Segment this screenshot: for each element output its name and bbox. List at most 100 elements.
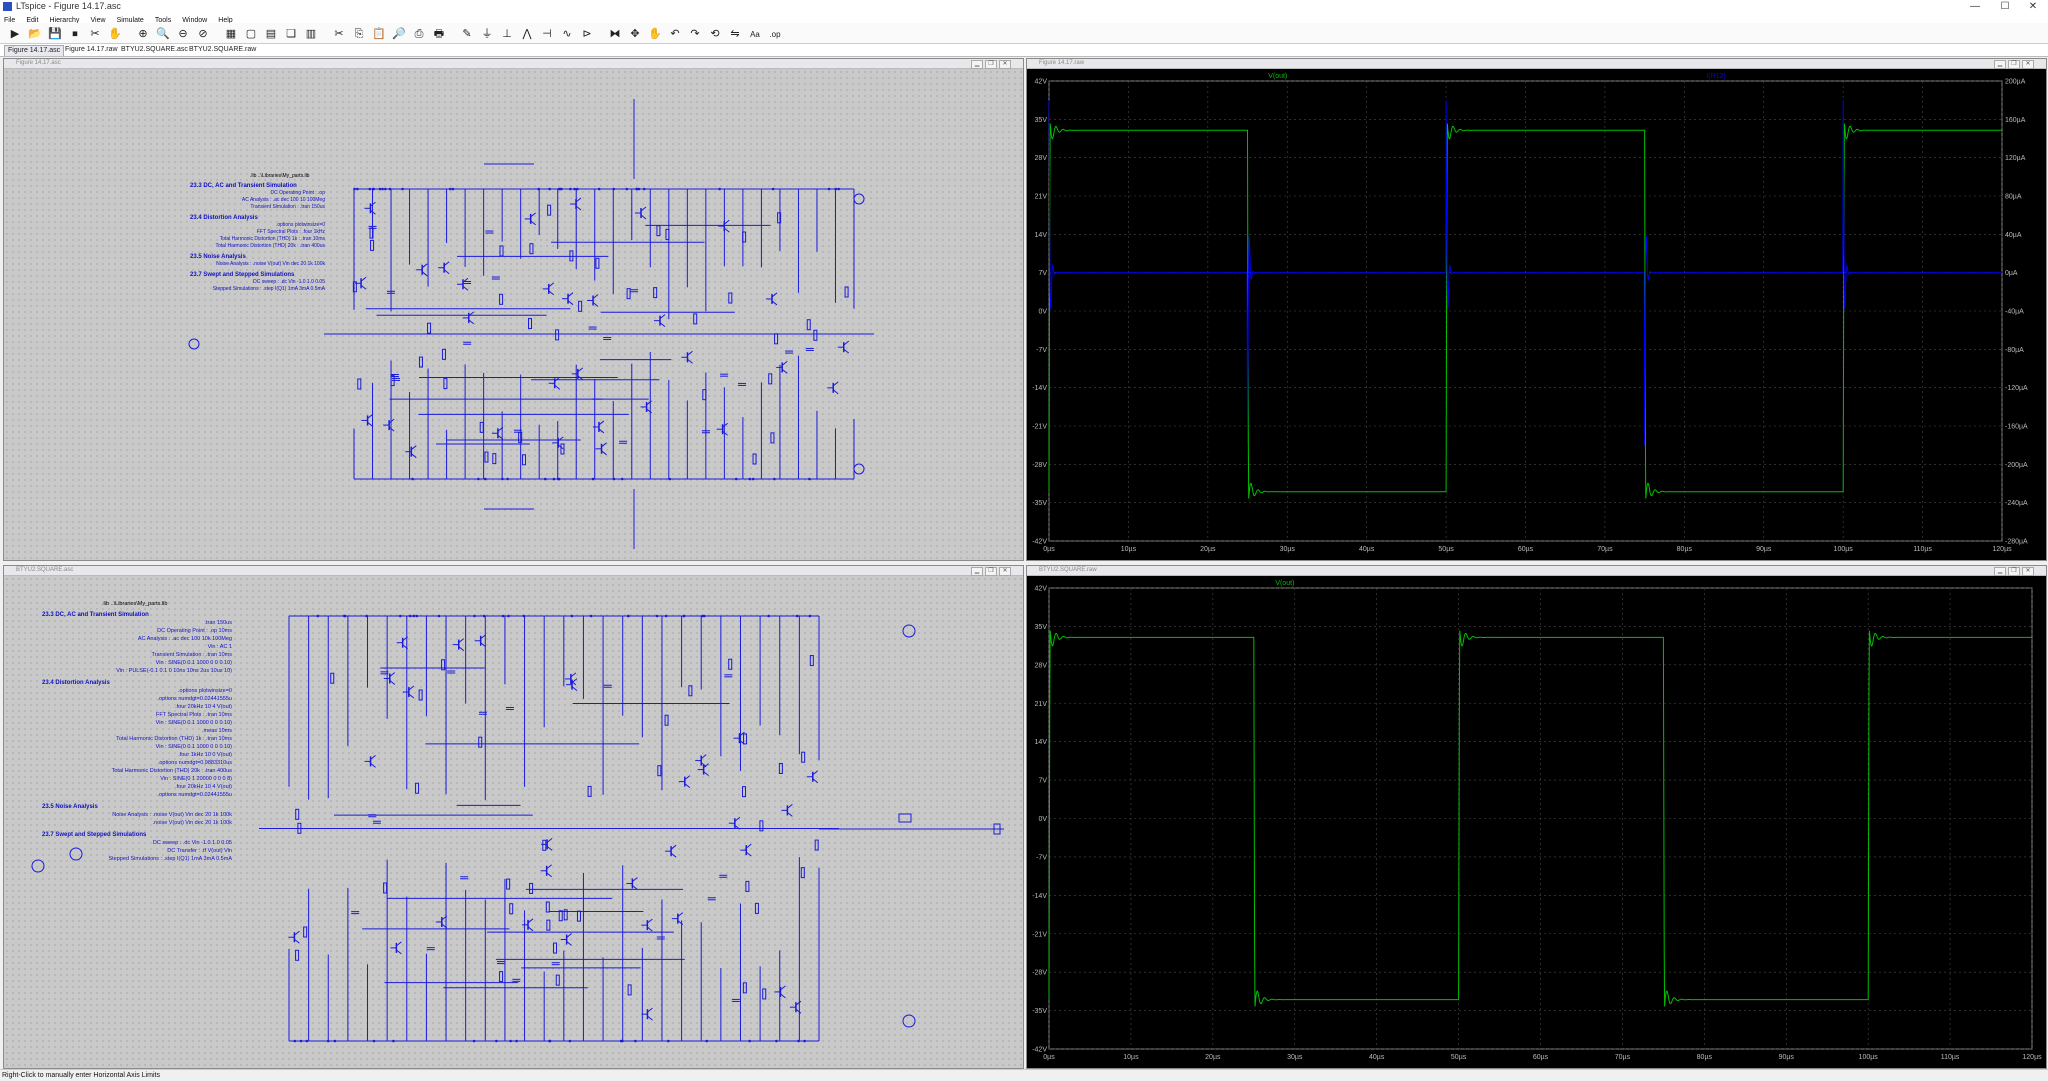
amplifier-circuit-top[interactable] — [4, 69, 1023, 559]
cascade-button[interactable]: ❏ — [282, 25, 300, 43]
tab-figure-raw[interactable]: Figure 14.17.raw — [62, 45, 121, 55]
directive-line[interactable]: Total Harmonic Distortion (THD) 20k : .t… — [111, 768, 232, 774]
directive-line[interactable]: DC Transfer : .tf V(out) Vin — [167, 848, 232, 854]
pane-minimize-button[interactable]: ▁ — [971, 567, 983, 576]
directive-line[interactable]: Vin : SINE(0 1 20000 0 0 0 8) — [160, 776, 232, 782]
directive-line[interactable]: Vin : SINE(0 0.1 1000 0 0 0 10) — [155, 744, 232, 750]
directive-line[interactable]: .options plotwinsize=0 — [275, 222, 325, 228]
run-button[interactable]: ▶ — [6, 25, 24, 43]
directive-line[interactable]: Noise Analysis : .noise V(out) Vin dec 2… — [216, 261, 325, 267]
zoom-out-button[interactable]: ⊖ — [174, 25, 192, 43]
cut-button[interactable]: ✂ — [330, 25, 348, 43]
menu-hierarchy[interactable]: Hierarchy — [49, 17, 80, 24]
directive-line[interactable]: Transient Simulation : .tran 10ms — [151, 652, 233, 658]
directive-line[interactable]: .options plotwinsize=0 — [178, 688, 232, 694]
directive-line[interactable]: .meas 10ms — [202, 728, 232, 734]
save-button[interactable]: 💾 — [46, 25, 64, 43]
directive-line[interactable]: AC Analysis : .ac dec 100 10 100Meg — [241, 197, 325, 203]
print-setup-button[interactable]: ⎙ — [410, 25, 428, 43]
directive-line[interactable]: Stepped Simulations : .step I(Q1) 1mA 3m… — [212, 286, 325, 292]
directive-line[interactable]: DC Operating Point : .op 10ms — [157, 628, 232, 634]
capacitor-button[interactable]: ⊣ — [538, 25, 556, 43]
directive-line[interactable]: Total Harmonic Distortion (THD) 1k : .tr… — [219, 236, 325, 242]
directive-line[interactable]: Vin : AC 1 — [207, 644, 232, 650]
text-button[interactable]: Aa — [746, 25, 764, 43]
directive-line[interactable]: Vin : SINE(0 0.1 1000 0 0 0 10) — [155, 720, 232, 726]
move-button[interactable]: ✥ — [626, 25, 644, 43]
autoscale-button[interactable]: ▦ — [222, 25, 240, 43]
print-button[interactable]: 🖶 — [430, 25, 448, 43]
redo-button[interactable]: ↷ — [686, 25, 704, 43]
ground-button[interactable]: ⏚ — [478, 25, 496, 43]
directive-line[interactable]: FFT Spectral Plots : .four 1kHz — [256, 229, 325, 235]
pane-minimize-button[interactable]: ▁ — [971, 60, 983, 69]
directive-line[interactable]: .options numdgt=0.02441555u — [157, 696, 232, 702]
directive-line[interactable]: Total Harmonic Distortion (THD) 20k : .t… — [215, 243, 325, 249]
schematic-pane-top[interactable]: Figure 14.17.asc ▁ ❐ ✕ .lib ..\Libraries… — [3, 58, 1024, 561]
pane-close-button[interactable]: ✕ — [2022, 60, 2034, 69]
halt-button[interactable]: ⏹ — [66, 25, 84, 43]
resistor-button[interactable]: ⋀ — [518, 25, 536, 43]
tile-horizontal-button[interactable]: ▤ — [262, 25, 280, 43]
undo-button[interactable]: ↶ — [666, 25, 684, 43]
directive-line[interactable]: .options numdgt=0.02441555u — [157, 792, 232, 798]
wire-button[interactable]: ✎ — [458, 25, 476, 43]
directive-line[interactable]: AC Analysis : .ac dec 100 10k 100Meg — [137, 636, 232, 642]
lib-directive[interactable]: .lib ..\Libraries\My_parts.lib — [250, 173, 310, 179]
directive-line[interactable]: .options numdgt=0.9883310us — [157, 760, 232, 766]
tile-vertical-button[interactable]: ▥ — [302, 25, 320, 43]
pan-button[interactable]: ✋ — [106, 25, 124, 43]
directive-line[interactable]: .four 20kHz 10 4 V(out) — [175, 784, 232, 790]
lib-directive[interactable]: .lib ..\Libraries\My_parts.lib — [102, 601, 168, 607]
pane-restore-button[interactable]: ❐ — [2008, 567, 2020, 576]
copy-button[interactable]: ⎘ — [350, 25, 368, 43]
tab-square-raw[interactable]: BTYU2.SQUARE.raw — [186, 45, 259, 55]
pane-close-button[interactable]: ✕ — [2022, 567, 2034, 576]
menu-tools[interactable]: Tools — [154, 17, 172, 24]
amplifier-circuit-bottom[interactable] — [4, 576, 1023, 1067]
minimize-button[interactable]: — — [1970, 1, 1980, 12]
zoom-cancel-button[interactable]: ⊘ — [194, 25, 212, 43]
pane-minimize-button[interactable]: ▁ — [1994, 567, 2006, 576]
directive-line[interactable]: Vin : SINE(0 0.1 1000 0 0 0 10) — [155, 660, 232, 666]
pane-close-button[interactable]: ✕ — [999, 60, 1011, 69]
menu-window[interactable]: Window — [182, 17, 208, 24]
diode-button[interactable]: ⊳ — [578, 25, 596, 43]
directive-line[interactable]: DC sweep : .dc Vin -1.0 1.0 0.05 — [253, 279, 325, 285]
tab-square-asc[interactable]: BTYU2.SQUARE.asc — [118, 45, 191, 55]
directive-line[interactable]: Stepped Simulations : .step I(Q1) 1mA 3m… — [108, 856, 232, 862]
directive-line[interactable]: Noise Analysis : .noise V(out) Vin dec 2… — [112, 812, 232, 818]
directive-line[interactable]: FFT Spectral Plots : .tran 10ms — [155, 712, 232, 718]
rotate-button[interactable]: ⟲ — [706, 25, 724, 43]
zoom-area-button[interactable]: 🔍 — [154, 25, 172, 43]
blank-button[interactable]: ▢ — [242, 25, 260, 43]
directive-line[interactable]: Total Harmonic Distortion (THD) 1k : .tr… — [116, 736, 232, 742]
drag-button[interactable]: ✋ — [646, 25, 664, 43]
pane-restore-button[interactable]: ❐ — [2008, 60, 2020, 69]
menu-view[interactable]: View — [90, 17, 106, 24]
inductor-button[interactable]: ∿ — [558, 25, 576, 43]
component-button[interactable]: ⧓ — [606, 25, 624, 43]
menu-file[interactable]: File — [4, 17, 16, 24]
maximize-button[interactable]: ☐ — [2000, 1, 2010, 12]
menu-simulate[interactable]: Simulate — [116, 17, 144, 24]
paste-button[interactable]: 📋 — [370, 25, 388, 43]
directive-line[interactable]: .four 20kHz 10 4 V(out) — [175, 704, 232, 710]
spice-directive-button[interactable]: .op — [766, 25, 784, 43]
schematic-pane-bottom[interactable]: BTYU2.SQUARE.asc ▁ ❐ ✕ .lib ..\Libraries… — [3, 565, 1024, 1069]
close-button[interactable]: ✕ — [2028, 1, 2038, 12]
pane-restore-button[interactable]: ❐ — [985, 60, 997, 69]
directive-line[interactable]: DC sweep : .dc Vin -1.0 1.0 0.05 — [152, 840, 232, 846]
directive-line[interactable]: .tran 150us — [204, 620, 232, 626]
find-button[interactable]: 🔎 — [390, 25, 408, 43]
